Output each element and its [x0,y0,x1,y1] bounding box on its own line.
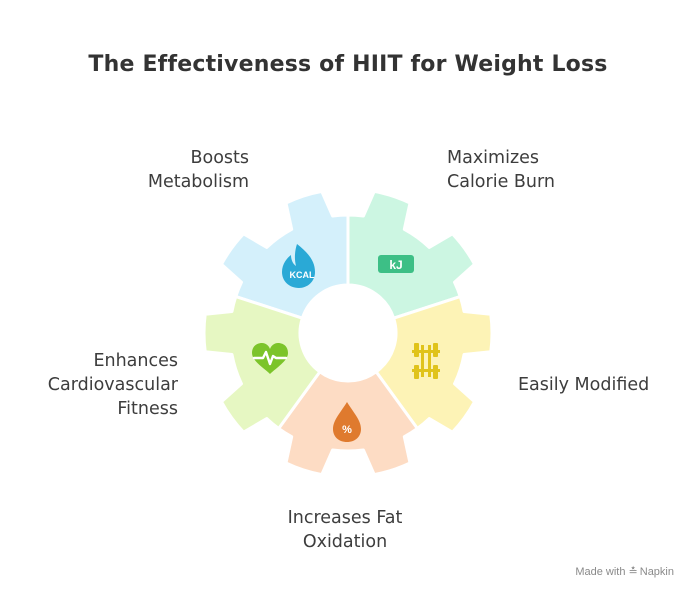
kcal-flame-icon: KCAL [282,244,315,288]
label-increases-fat-oxidation: Increases Fat Oxidation [0,506,690,554]
watermark-prefix: Made with [575,566,626,578]
gear-center-hole [300,285,396,381]
label-line: Enhances [93,351,178,371]
label-line: Oxidation [302,532,388,552]
label-line: Fitness [117,399,178,419]
made-with-napkin-watermark: Made with ≛Napkin [575,565,674,578]
watermark-brand: Napkin [639,566,674,578]
label-line: Increases Fat [287,508,403,528]
kj-icon-text: kJ [389,258,402,272]
label-easily-modified: Easily Modified [518,373,649,397]
barbell-rack-icon [412,343,440,379]
percent-icon-text: % [342,424,352,436]
label-boosts-metabolism: Boosts Metabolism [148,146,249,194]
gear-icons: KCAL kJ % [252,244,440,442]
gear-segments [202,189,494,477]
diagram-title: The Effectiveness of HIIT for Weight Los… [88,52,608,77]
label-line: Easily Modified [518,375,650,395]
label-maximizes-calorie-burn: Maximizes Calorie Burn [447,146,555,194]
napkin-logo-icon: ≛ [628,566,638,578]
label-line: Maximizes [447,148,540,168]
heart-pulse-icon [252,343,288,374]
label-enhances-cardiovascular-fitness: Enhances Cardiovascular Fitness [48,349,178,421]
kcal-icon-text: KCAL [290,270,315,280]
label-line: Cardiovascular [47,375,178,395]
label-line: Metabolism [147,172,249,192]
label-line: Boosts [190,148,249,168]
fat-drop-percent-icon: % [333,402,361,442]
label-line: Calorie Burn [447,172,555,192]
kj-badge-icon: kJ [378,255,414,273]
